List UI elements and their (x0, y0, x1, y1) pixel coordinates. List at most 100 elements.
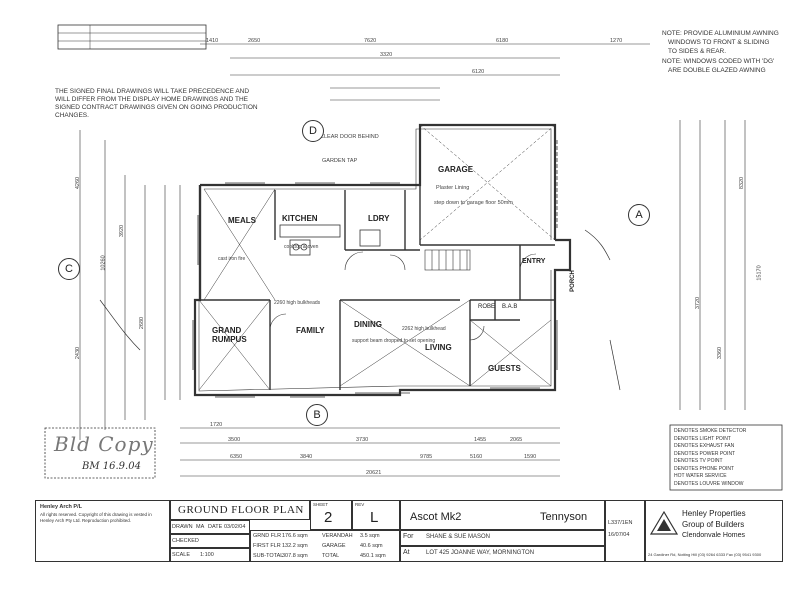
dim-right-overall: 15170 (756, 265, 763, 281)
dim-bottom-d: 3730 (356, 437, 369, 443)
company-name-2: Group of Builders (682, 520, 745, 529)
legend-list: DENOTES SMOKE DETECTOR DENOTES LIGHT POI… (674, 428, 746, 488)
top-note-5: ARE DOUBLE GLAZED AWNING (668, 67, 766, 74)
room-label-bath: B.A.B (502, 304, 518, 310)
company-cell (645, 500, 783, 562)
dim-left-b: 3920 (119, 224, 126, 238)
client-cell (400, 530, 605, 546)
rev-label: REV (355, 502, 365, 507)
dim-bottom-j: 9785 (420, 454, 433, 460)
legend-box (669, 424, 783, 491)
total-area-label: TOTAL (322, 553, 340, 559)
verandah-label: VERANDAH (322, 533, 353, 539)
room-label-dining: DINING (354, 320, 382, 329)
scale-label: SCALE (172, 552, 191, 558)
checked-label: CHECKED (172, 538, 199, 544)
dim-bottom-e: 1720 (210, 422, 223, 428)
garage-area-label: GARAGE (322, 543, 346, 549)
area-sub-value: 307.8 sqm (282, 553, 308, 559)
scale-value: 1:100 (200, 552, 214, 558)
drawn-label: DRAWN (172, 524, 193, 530)
building-copy-stamp: Bld Copy (54, 432, 154, 456)
room-label-garage: GARAGE (438, 165, 474, 174)
drawing-title-cell (170, 500, 310, 520)
facade-name: Tennyson (540, 511, 588, 523)
dim-bottom-g: 1590 (524, 454, 537, 460)
annotation-kitchen-bench: cooktop & oven (284, 244, 319, 250)
laundry-trough (359, 229, 381, 247)
rev-cell (352, 500, 400, 530)
top-note-2: WINDOWS TO FRONT & SLIDING (668, 39, 770, 46)
kitchen-bench (279, 224, 341, 256)
dim-top-left: 1410 (206, 38, 219, 44)
outer-walls (193, 123, 572, 397)
area-sub-label: SUB-TOTAL (253, 553, 284, 559)
annotation-garage-step: step down to garage floor 50mm (434, 200, 513, 206)
revision-letter: L (370, 509, 379, 526)
annotation-dining-height: 2262 high bulkhead (402, 326, 446, 332)
date-label: DATE (208, 524, 223, 530)
for-label: For (403, 533, 414, 540)
top-note-1: NOTE: PROVIDE ALUMINIUM AWNING (662, 30, 779, 37)
annotation-garage-lining: Plaster Lining (436, 185, 470, 191)
legend-item: DENOTES PHONE POINT (674, 465, 735, 472)
date-value: 03/02/04 (224, 524, 246, 530)
room-label-porch: PORCH (569, 270, 576, 292)
dim-top-2: 2650 (248, 38, 261, 44)
stamp-signature: BM 16.9.04 (82, 461, 141, 472)
dim-left-a: 4260 (75, 176, 82, 190)
section-marker-d: D (302, 120, 324, 142)
door-swings (269, 251, 537, 341)
room-label-entry: ENTRY (522, 258, 546, 265)
annotation-support-beam: support beam dropped to set opening (352, 338, 436, 344)
company-address: 24 Gardiner Rd, Notting Hill (03) 9264 6… (648, 552, 762, 557)
company-name-3: Clendonvale Homes (682, 532, 746, 539)
dim-right-b: 3720 (695, 296, 702, 310)
scale-cell (170, 548, 250, 562)
area-ground-value: 176.6 sqm (282, 533, 308, 539)
handwritten-note-line (99, 299, 141, 351)
drawing-title: GROUND FLOOR PLAN (178, 504, 304, 516)
dim-top-3: 6180 (496, 38, 509, 44)
top-note-4: NOTE: WINDOWS CODED WITH 'DG' (662, 58, 775, 65)
stamp-box (44, 427, 156, 479)
site-address: LOT 425 JOANNE WAY, MORNINGTON (426, 550, 535, 556)
left-general-note: THE SIGNED FINAL DRAWINGS WILL TAKE PREC… (55, 88, 258, 119)
room-label-ldry: LDRY (368, 214, 390, 223)
legend-item: HOT WATER SERVICE (674, 473, 727, 479)
staircase (424, 249, 471, 271)
dim-left-c: 2680 (139, 316, 146, 330)
legend-item: DENOTES LIGHT POINT (674, 435, 731, 442)
address-cell (400, 546, 605, 562)
checked-cell (170, 534, 250, 548)
dim-bottom-a: 3500 (228, 437, 241, 443)
ref-cell (605, 500, 645, 562)
dim-bottom-c: 3840 (300, 454, 313, 460)
model-name: Ascot Mk2 (410, 511, 462, 523)
total-area-value: 450.1 sqm (360, 553, 386, 559)
room-label-guests: GUESTS (488, 364, 521, 373)
area-ground-label: GRND FLR (253, 533, 282, 539)
reference-number: L337/1EN (608, 520, 633, 526)
company-name-1: Henley Properties (682, 509, 746, 518)
model-cell (400, 500, 605, 530)
legend-item: DENOTES POWER POINT (674, 450, 736, 457)
legend-item: DENOTES TV POINT (674, 458, 723, 464)
dim-bottom-i: 5160 (470, 454, 483, 460)
annotation-garden-tap: GARDEN TAP (322, 158, 358, 164)
area-first-value: 132.2 sqm (282, 543, 308, 549)
garage-area-value: 40.6 sqm (360, 543, 383, 549)
dim-right-a: 8320 (739, 176, 746, 190)
sheet-label: SHEET (313, 502, 329, 507)
reference-date: 16/07/04 (608, 532, 630, 538)
dim-left-d: 2430 (75, 346, 82, 360)
client-name: SHANE & SUE MASON (426, 534, 491, 540)
area-first-label: FIRST FLR (253, 543, 281, 549)
dim-bottom-f: 2065 (510, 437, 523, 443)
drawn-value: MA (196, 524, 205, 530)
dim-top-4: 6120 (472, 69, 485, 75)
dim-bottom-h: 1455 (474, 437, 487, 443)
section-marker-c: C (58, 258, 80, 280)
dim-right-c: 3360 (717, 346, 724, 360)
